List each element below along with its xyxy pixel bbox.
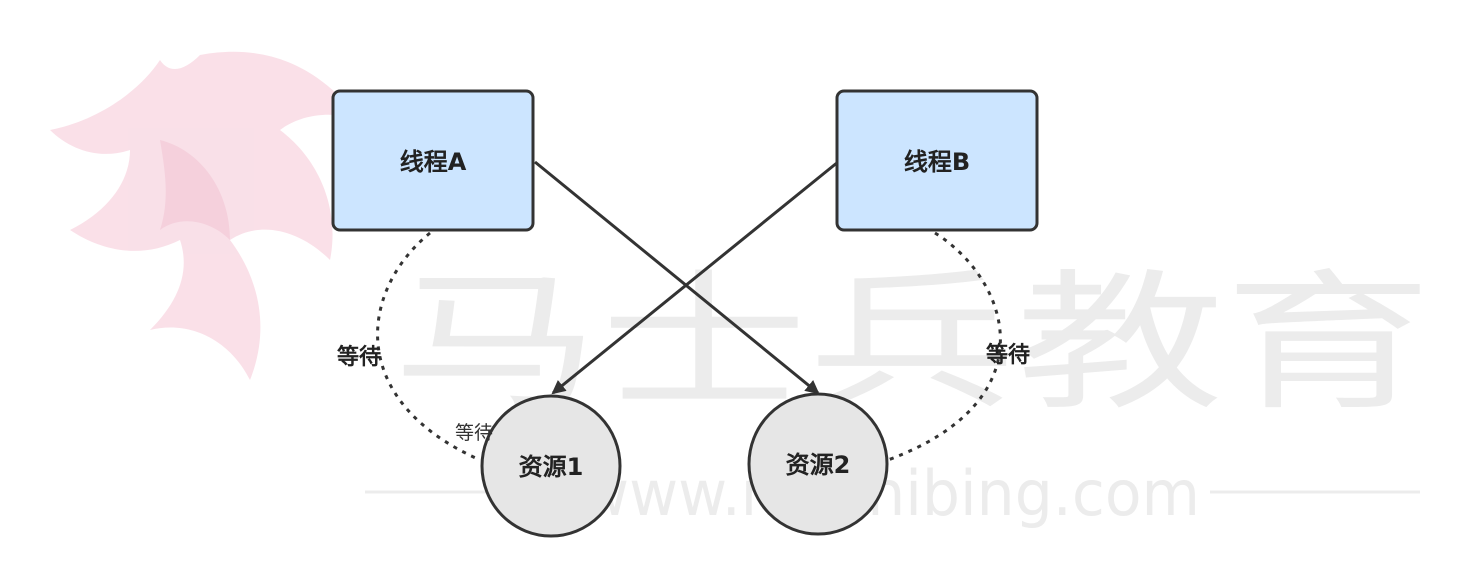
resource-2-label: 资源2 xyxy=(786,451,851,479)
resource-1-node[interactable]: 资源1 xyxy=(480,394,622,538)
arrow-thread-b-to-resource-1 xyxy=(551,160,839,395)
wait-label-left: 等待 xyxy=(337,344,381,370)
resource-1-label: 资源1 xyxy=(519,453,584,481)
wait-label-small: 等待 xyxy=(455,422,493,444)
thread-a-label: 线程A xyxy=(400,148,467,176)
wait-label-right: 等待 xyxy=(986,342,1030,368)
arrow-thread-a-to-resource-2 xyxy=(534,160,820,395)
thread-b-node[interactable]: 线程B xyxy=(835,89,1039,232)
resource-2-node[interactable]: 资源2 xyxy=(747,392,889,536)
thread-a-node[interactable]: 线程A xyxy=(331,89,535,232)
watermark-logo-icon xyxy=(50,51,360,381)
watermark-url-text: www.mashibing.com xyxy=(580,457,1200,530)
wait-curve-right xyxy=(887,231,1002,462)
thread-b-label: 线程B xyxy=(904,148,970,176)
